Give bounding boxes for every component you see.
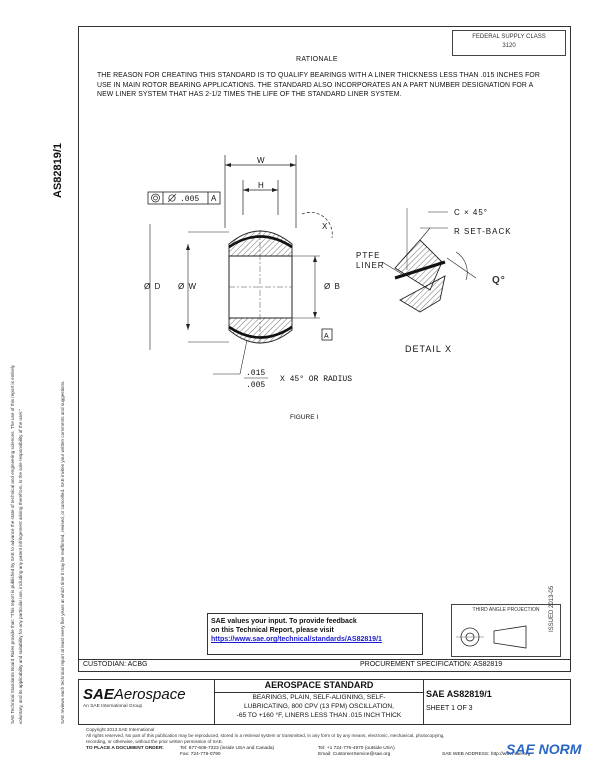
rationale-body: THE REASON FOR CREATING THIS STANDARD IS… (97, 72, 540, 99)
projection-box: THIRD ANGLE PROJECTION (451, 604, 561, 657)
doc-sae-mark: SAE (426, 689, 445, 699)
custodian-text: CUSTODIAN: ACBG (83, 661, 148, 668)
watermark: SAE NORM (506, 741, 582, 757)
logo-subtitle: An SAE International Group (83, 704, 143, 709)
detail-x-drawing (381, 208, 477, 313)
tel-outside: Tel: +1 724-776-4970 (outside USA) (318, 746, 395, 751)
detail-x-circle (301, 212, 333, 239)
detail-x-caption: DETAIL X (405, 344, 452, 354)
logo-sae: SAE (83, 686, 114, 703)
chamfer-leader (239, 339, 248, 375)
feature-control-frame (147, 191, 221, 205)
datum-a-label: A (324, 333, 330, 340)
diameter-dimensions (149, 224, 320, 350)
rationale-title: RATIONALE (296, 56, 338, 63)
fsc-label: FEDERAL SUPPLY CLASS (472, 34, 546, 40)
outer-race-bottom (228, 317, 293, 344)
datum-a-box (321, 328, 333, 341)
web-address[interactable]: SAE WEB ADDRESS: http://www.sae.org (442, 752, 531, 757)
procurement-text: PROCUREMENT SPECIFICATION: AS82819 (360, 661, 503, 668)
liner-label: LINER (356, 261, 385, 270)
ptfe-label: PTFE (356, 251, 380, 260)
standard-title-3: -65 TO +160 °F, LINERS LESS THAN .015 IN… (236, 712, 402, 719)
feedback-link[interactable]: https://www.sae.org/technical/standards/… (211, 636, 382, 643)
tolerance-value: .005 (180, 195, 199, 204)
ow-label: Ø W (178, 282, 197, 291)
copyright-line-2: All rights reserved. No part of this pub… (86, 733, 445, 739)
feedback-line-1: SAE values your input. To provide feedba… (211, 618, 357, 625)
third-angle-projection-symbol (456, 625, 527, 649)
standard-heading: AEROSPACE STANDARD (215, 679, 423, 693)
chamfer-note: X 45° OR RADIUS (280, 375, 352, 384)
chamfer-top-value: .015 (246, 369, 265, 378)
copyright-notice: Copyright 2013 SAE International All rig… (86, 727, 556, 746)
od-label: Ø D (144, 282, 161, 291)
fsc-number: 3120 (502, 43, 516, 49)
standard-title-2: LUBRICATING, 800 CPV (13 FPM) OSCILLATIO… (244, 703, 394, 710)
setback-label: R SET-BACK (454, 227, 512, 236)
w-dimension (224, 155, 297, 228)
w-label: W (257, 156, 266, 165)
q-label: Q° (492, 275, 506, 286)
figure-caption: FIGURE I (290, 414, 319, 421)
c45-label: C × 45° (454, 208, 488, 217)
order-label: TO PLACE A DOCUMENT ORDER: (86, 746, 164, 751)
contact-right: Tel: +1 724-776-4970 (outside USA) Email… (318, 746, 395, 758)
copyright-line-3: recording, or otherwise, without the pri… (86, 739, 224, 745)
standard-title-1: BEARINGS, PLAIN, SELF-ALIGNING, SELF- (252, 694, 386, 701)
logo-aerospace: Aerospace (113, 686, 186, 703)
title-block-middle: AEROSPACE STANDARD BEARINGS, PLAIN, SELF… (214, 679, 424, 725)
feedback-box: SAE values your input. To provide feedba… (207, 613, 423, 655)
chamfer-bottom-value: .005 (246, 381, 265, 390)
doc-number: AS82819/1 (446, 689, 492, 699)
sae-aerospace-logo: SAEAerospace An SAE International Group (83, 686, 211, 709)
ob-label: Ø B (324, 282, 341, 291)
drawing-frame (78, 26, 571, 660)
fax: Fax: 724-776-0790 (180, 752, 221, 757)
tel-inside: Tel: 877-606-7323 (inside USA and Canada… (180, 746, 275, 751)
h-dimension (242, 180, 279, 215)
feedback-line-2: on this Technical Report, please visit (211, 627, 334, 634)
tolerance-datum: A (211, 194, 217, 203)
email[interactable]: Email: CustomerService@sae.org (318, 752, 391, 757)
contact-left: Tel: 877-606-7323 (inside USA and Canada… (180, 746, 274, 758)
detail-x-marker: X (322, 222, 328, 231)
h-label: H (258, 181, 265, 190)
custodian-row (78, 659, 571, 672)
copyright-line-1: Copyright 2013 SAE International (86, 727, 155, 732)
title-block-right: SAE AS82819/1 SHEET 1 OF 3 (426, 689, 492, 712)
federal-supply-class-box: FEDERAL SUPPLY CLASS 3120 (452, 30, 566, 56)
projection-caption: THIRD ANGLE PROJECTION (472, 607, 540, 613)
sheet-number: SHEET 1 OF 3 (426, 705, 473, 712)
outer-race-top (228, 230, 293, 257)
title-block (78, 679, 571, 725)
